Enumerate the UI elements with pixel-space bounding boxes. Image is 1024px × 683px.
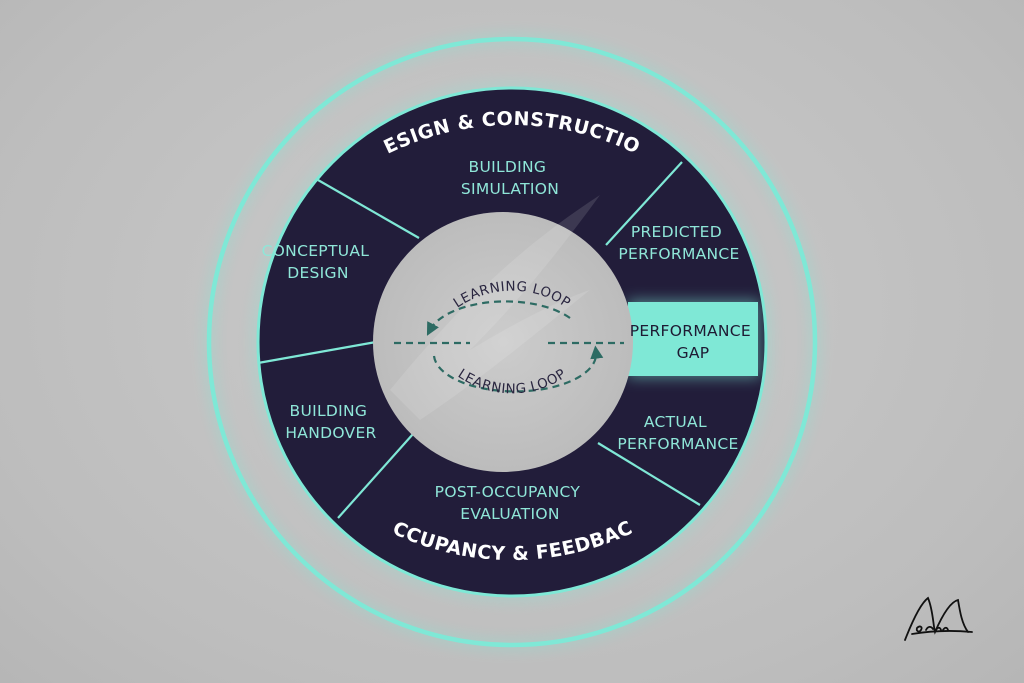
- label-building-handover: BUILDING HANDOVER: [285, 402, 376, 442]
- center-disc: [373, 212, 633, 472]
- divider-bottom-left: [337, 433, 414, 519]
- divider-top-left: [317, 179, 420, 239]
- watermark-swoosh: [390, 195, 600, 420]
- divider-left: [257, 340, 377, 365]
- segment-dividers: [257, 161, 701, 519]
- divider-top-right: [605, 161, 683, 246]
- learning-loop-arrows: [394, 300, 624, 393]
- label-actual-performance: ACTUAL PERFORMANCE: [617, 413, 738, 453]
- label-performance-gap: PERFORMANCE GAP: [630, 322, 757, 362]
- divider-bottom-right: [597, 442, 701, 506]
- label-post-occupancy-evaluation: POST-OCCUPANCY EVALUATION: [435, 483, 586, 523]
- label-predicted-performance: PREDICTED PERFORMANCE: [618, 223, 739, 263]
- signature-mark: [904, 596, 973, 641]
- loop-arc-top: [426, 300, 571, 336]
- label-conceptual-design: CONCEPTUAL DESIGN: [262, 242, 375, 282]
- label-building-simulation: BUILDING SIMULATION: [461, 158, 559, 198]
- outer-ring: [206, 36, 818, 648]
- loop-arc-bottom: [432, 345, 604, 393]
- performance-gap-band: [628, 302, 758, 376]
